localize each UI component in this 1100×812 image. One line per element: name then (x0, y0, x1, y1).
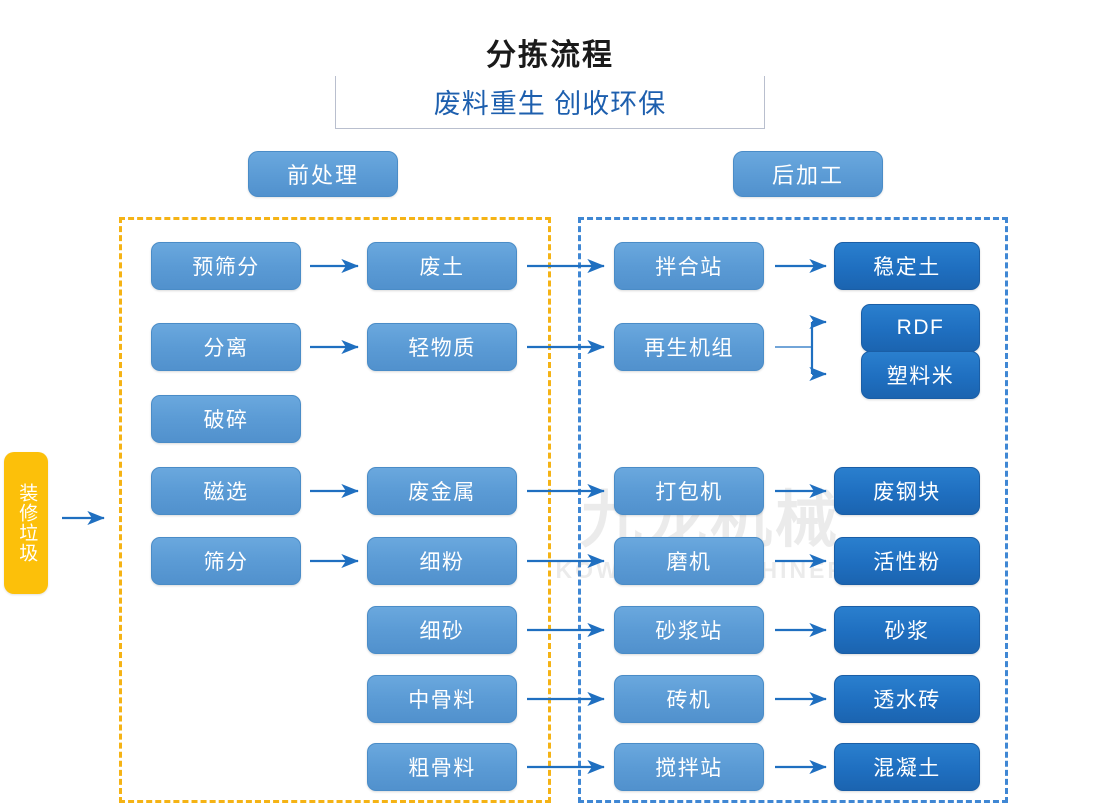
node-process-screening: 筛分 (151, 537, 301, 585)
node-label: 稳定土 (873, 256, 941, 279)
node-product-scrap-steel: 废钢块 (834, 467, 980, 515)
node-label: 拌合站 (655, 256, 723, 279)
page-title: 分拣流程 (0, 36, 1100, 76)
node-label: RDF (896, 316, 945, 339)
node-label: 废金属 (408, 481, 476, 504)
section-header-postprocessing: 后加工 (733, 151, 883, 197)
node-product-permeable-brick: 透水砖 (834, 675, 980, 723)
input-node-label: 装修垃圾 (16, 483, 38, 563)
node-label: 磁选 (203, 481, 249, 504)
node-product-mortar: 砂浆 (834, 606, 980, 654)
node-label: 预筛分 (192, 256, 260, 279)
node-label: 轻物质 (408, 337, 476, 360)
node-product-plastic-pellet: 塑料米 (861, 351, 980, 399)
node-process-separation: 分离 (151, 323, 301, 371)
node-material-waste-metal: 废金属 (367, 467, 517, 515)
input-node-renovation-waste: 装修垃圾 (4, 452, 48, 594)
node-material-medium-aggregate: 中骨料 (367, 675, 517, 723)
node-label: 破碎 (203, 409, 249, 432)
node-label: 砖机 (666, 689, 712, 712)
node-equipment-recycling-unit: 再生机组 (614, 323, 764, 371)
header: 分拣流程 废料重生 创收环保 (0, 0, 1100, 140)
node-process-crushing: 破碎 (151, 395, 301, 443)
node-label: 粗骨料 (408, 757, 476, 780)
page-title-text: 分拣流程 (472, 39, 628, 72)
node-material-coarse-aggregate: 粗骨料 (367, 743, 517, 791)
node-product-rdf: RDF (861, 304, 980, 352)
node-label: 筛分 (203, 551, 249, 574)
node-equipment-mortar-station: 砂浆站 (614, 606, 764, 654)
section-header-preprocessing: 前处理 (248, 151, 398, 197)
group-box-preprocessing (119, 217, 551, 803)
node-label: 活性粉 (873, 551, 941, 574)
node-process-prescreen: 预筛分 (151, 242, 301, 290)
node-label: 细粉 (419, 551, 465, 574)
node-process-magnetic-separation: 磁选 (151, 467, 301, 515)
node-label: 分离 (203, 337, 249, 360)
node-material-fine-powder: 细粉 (367, 537, 517, 585)
node-material-light-material: 轻物质 (367, 323, 517, 371)
node-product-stabilized-soil: 稳定土 (834, 242, 980, 290)
node-equipment-concrete-station: 搅拌站 (614, 743, 764, 791)
node-label: 混凝土 (873, 757, 941, 780)
page-subtitle: 废料重生 创收环保 (0, 85, 1100, 123)
node-label: 中骨料 (408, 689, 476, 712)
node-label: 打包机 (655, 481, 723, 504)
node-label: 细砂 (419, 620, 465, 643)
node-equipment-mixing-station: 拌合站 (614, 242, 764, 290)
node-product-concrete: 混凝土 (834, 743, 980, 791)
node-product-active-powder: 活性粉 (834, 537, 980, 585)
node-equipment-brick-machine: 砖机 (614, 675, 764, 723)
node-material-waste-soil: 废土 (367, 242, 517, 290)
node-label: 磨机 (666, 551, 712, 574)
node-label: 搅拌站 (655, 757, 723, 780)
node-label: 废土 (419, 256, 465, 279)
node-label: 再生机组 (644, 337, 734, 360)
section-header-postprocessing-label: 后加工 (771, 163, 844, 188)
group-box-postprocessing (578, 217, 1008, 803)
node-label: 塑料米 (886, 365, 955, 388)
node-material-fine-sand: 细砂 (367, 606, 517, 654)
node-equipment-baler: 打包机 (614, 467, 764, 515)
node-label: 砂浆 (884, 620, 930, 643)
node-label: 透水砖 (873, 689, 941, 712)
node-label: 砂浆站 (655, 620, 723, 643)
page-subtitle-text: 废料重生 创收环保 (417, 89, 683, 119)
node-label: 废钢块 (873, 481, 941, 504)
node-equipment-mill: 磨机 (614, 537, 764, 585)
section-header-preprocessing-label: 前处理 (286, 163, 359, 188)
